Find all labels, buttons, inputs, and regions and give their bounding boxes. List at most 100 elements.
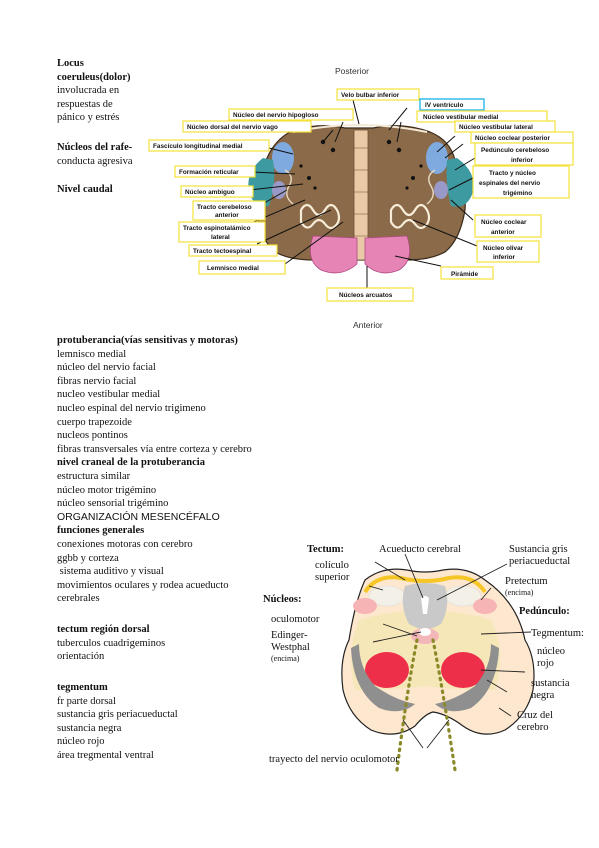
- label-oculomotor: oculomotor: [271, 614, 320, 625]
- tectum-heading: tectum región dorsal: [57, 624, 150, 635]
- tectum-item: orientación: [57, 651, 105, 663]
- tectum-item: tuberculos cuadrigeminos: [57, 637, 166, 649]
- label-edinger-2: Westphal: [271, 642, 310, 653]
- label-olivar-1: Núcleo olivar: [483, 245, 524, 252]
- protuberancia-item: lemnisco medial: [57, 348, 127, 360]
- pyramid-right: [364, 235, 411, 274]
- protuberancia-item: fibras nervio facial: [57, 375, 137, 387]
- label-dorsal-vago: Núcleo dorsal del nervio vago: [187, 124, 278, 131]
- mesencephalon-figure: Tectum: Acueducto cerebral Sustancia gri…: [263, 544, 584, 772]
- craneal-item: estructura similar: [57, 470, 131, 482]
- nivel-caudal-heading: Nivel caudal: [57, 184, 113, 195]
- label-coliculo-2: superior: [315, 572, 350, 583]
- pretectum-right: [473, 598, 497, 614]
- rafe-body: conducta agresiva: [57, 155, 133, 167]
- label-coclear-anterior-2: anterior: [491, 229, 515, 236]
- label-tectum: Tectum:: [307, 544, 344, 555]
- tegmentum-item: área tregmental ventral: [57, 749, 154, 761]
- label-tectoespinal: Tracto tectoespinal: [193, 248, 251, 255]
- label-encima-2: (encima): [271, 654, 300, 663]
- tectum-notes: tectum región dorsal tuberculos cuadrige…: [57, 623, 165, 664]
- label-vestibular-lateral: Núcleo vestibular lateral: [459, 124, 533, 131]
- label-formacion-reticular: Formación reticular: [179, 169, 239, 176]
- label-cerebeloso-1: Tracto cerebeloso: [197, 204, 252, 211]
- edinger-westphal-nucleus: [419, 628, 431, 636]
- label-olivar-2: inferior: [493, 254, 516, 261]
- label-coliculo-1: colículo: [315, 560, 349, 571]
- label-pedunculo-1: Pedúnculo cerebeloso: [481, 147, 549, 154]
- spinal-trigeminal-left: [272, 181, 286, 199]
- vestibular-nucleus-right: [426, 142, 448, 174]
- protuberancia-notes: protuberancia(vías sensitivas y motoras)…: [57, 334, 252, 606]
- anterior-label: Anterior: [353, 320, 383, 330]
- label-vestibular-medial: Núcleo vestibular medial: [423, 114, 499, 121]
- craneal-item: núcleo motor trigémino: [57, 484, 157, 496]
- inferior-olive-right: [389, 203, 431, 230]
- label-nucleo-ambiguo: Núcleo ambiguo: [185, 189, 235, 196]
- locus-title-1: Locus: [57, 58, 84, 69]
- funciones-item: movimientos oculares y rodea acueducto: [57, 579, 229, 591]
- label-trigemino-1: Tracto y núcleo: [489, 170, 536, 177]
- substantia-nigra-left: [351, 644, 415, 712]
- cerebral-aqueduct: [421, 596, 429, 614]
- tegmentum-item: fr parte dorsal: [57, 695, 116, 707]
- label-velo-bulbar: Velo bulbar inferior: [341, 92, 400, 99]
- protuberancia-item: nucleo espinal del nervio trigimeno: [57, 402, 206, 414]
- label-cerebeloso-2: anterior: [215, 212, 239, 219]
- label-encima-1: (encima): [505, 588, 534, 597]
- median-raphe: [353, 129, 369, 261]
- protuberancia-item: fibras transversales vía entre corteza y…: [57, 443, 252, 455]
- label-coclear-anterior-1: Núcleo coclear: [481, 219, 527, 226]
- label-trigemino-2: espinales del nervio: [479, 180, 540, 187]
- inferior-olive-left: [299, 203, 341, 230]
- rafe-note: Núcleos del rafe- conducta agresiva: [57, 141, 133, 168]
- tegmentum-item: núcleo rojo: [57, 736, 105, 748]
- label-hipogloso: Núcleo del nervio hipogloso: [233, 112, 319, 119]
- label-rojo-1: núcleo: [537, 646, 565, 657]
- rafe-title: Núcleos del rafe-: [57, 142, 133, 153]
- medulla-cross-section-figure: Posterior Anterior: [148, 66, 574, 330]
- medulla-label-boxes: Velo bulbar inferior IV ventrículo Núcle…: [148, 88, 574, 302]
- pyramid-left: [309, 235, 358, 274]
- label-pedunculo-2: inferior: [511, 157, 534, 164]
- label-negra-2: negra: [531, 690, 555, 701]
- tegmentum-notes: tegmentum fr parte dorsal sustancia gris…: [57, 681, 178, 763]
- label-pedunculo: Pedúnculo:: [519, 606, 570, 617]
- locus-coeruleus-note: Locus coeruleus(dolor) involucrada en re…: [57, 57, 131, 125]
- label-lemnisco-medial: Lemnisco medial: [207, 265, 259, 272]
- protuberancia-item: cuerpo trapezoide: [57, 416, 132, 428]
- protuberancia-item: nucleo vestibular medial: [57, 389, 161, 401]
- protuberancia-title: protuberancia(vías sensitivas y motoras): [57, 335, 238, 346]
- vestibular-nucleus-left: [272, 142, 294, 174]
- label-nucleos-arcuatos: Núcleos arcuatos: [339, 292, 393, 299]
- label-cruz-2: cerebro: [517, 722, 548, 733]
- label-trayecto: trayecto del nervio oculomotor: [269, 754, 399, 765]
- tegmentum-item: sustancia gris periacueductal: [57, 709, 178, 721]
- label-negra-1: sustancia: [531, 678, 570, 689]
- red-nucleus-right: [441, 652, 485, 688]
- funciones-item: ggbb y corteza: [57, 552, 119, 564]
- label-rojo-2: rojo: [537, 658, 554, 669]
- label-coclear-posterior: Núcleo coclear posterior: [475, 135, 550, 142]
- label-cruz-1: Cruz del: [517, 710, 553, 721]
- red-nucleus-left: [365, 652, 409, 688]
- funciones-heading: funciones generales: [57, 525, 145, 537]
- organizacion-heading: ORGANIZACIÓN MESENCÉFALO: [57, 510, 220, 523]
- nivel-craneal-heading: nivel craneal de la protuberancia: [57, 457, 205, 469]
- locus-body-3: pánico y estrés: [57, 112, 120, 124]
- label-acueducto: Acueducto cerebral: [379, 544, 461, 555]
- tectum-outline: [363, 575, 487, 594]
- label-edinger-1: Edinger-: [271, 630, 308, 641]
- oculomotor-nerve-path-left: [395, 638, 419, 772]
- locus-body-2: respuestas de: [57, 98, 113, 110]
- locus-title-2: coeruleus(dolor): [57, 71, 131, 83]
- funciones-item: conexiones motoras con cerebro: [57, 538, 193, 550]
- funciones-item: sistema auditivo y visual: [57, 566, 164, 578]
- label-gris-2: periacueductal: [509, 556, 570, 567]
- pretectum-left: [353, 598, 377, 614]
- locus-body-1: involucrada en: [57, 85, 120, 97]
- oculomotor-nerve-path-right: [431, 638, 457, 772]
- protuberancia-item: núcleo del nervio facial: [57, 362, 156, 374]
- protuberancia-item: nucleos pontinos: [57, 430, 128, 442]
- label-iv-ventriculo: IV ventrículo: [425, 102, 463, 109]
